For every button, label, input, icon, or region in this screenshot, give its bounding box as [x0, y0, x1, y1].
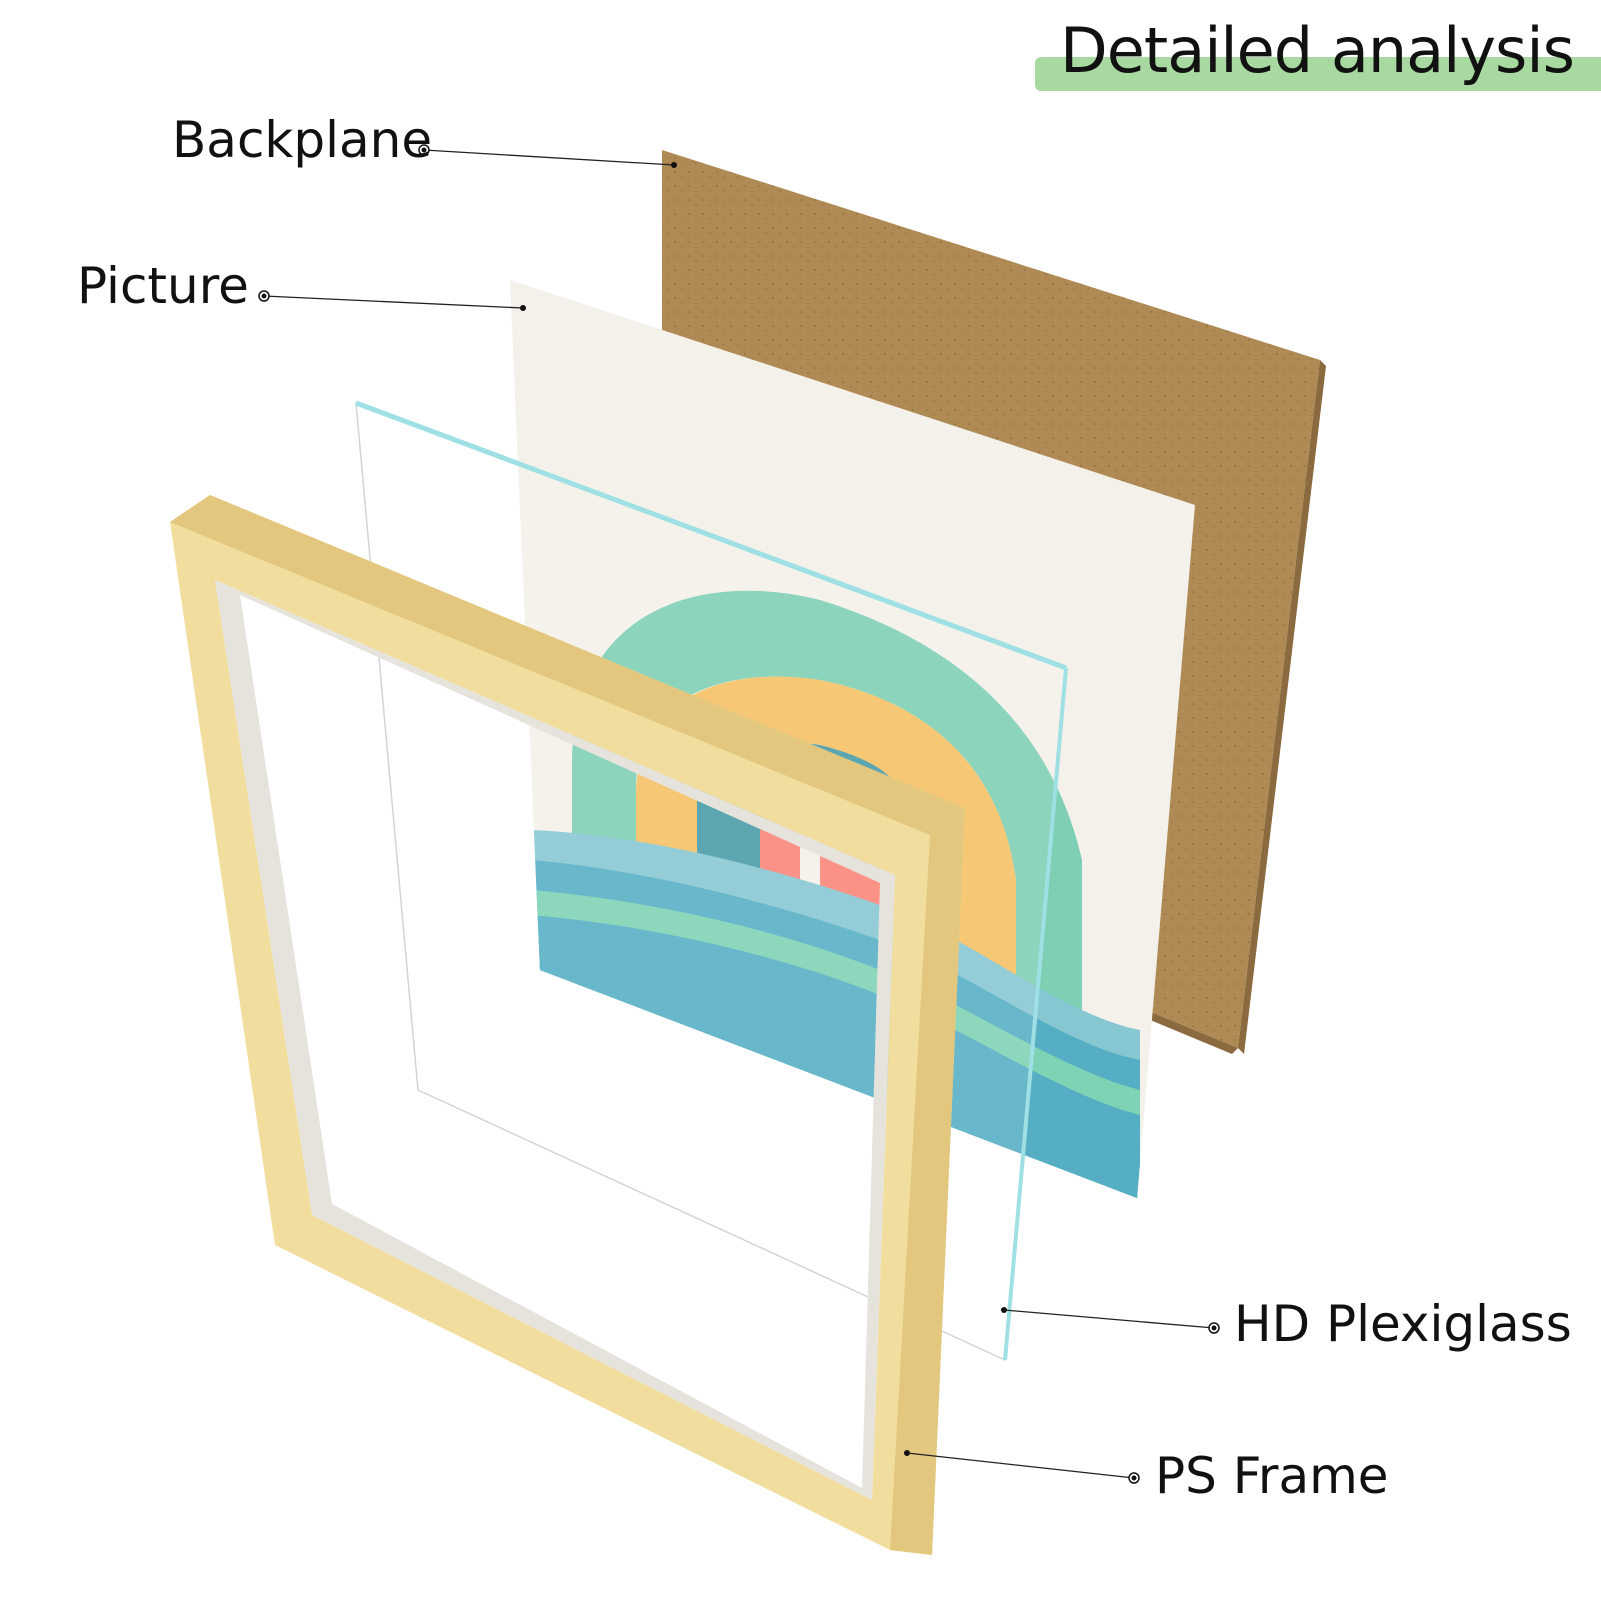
dot-plexiglass-target — [1001, 1307, 1007, 1313]
leader-plexiglass — [1003, 1309, 1215, 1329]
label-backplane: Backplane — [172, 111, 433, 169]
dot-frame-target — [904, 1450, 910, 1456]
title-highlight-band — [1035, 57, 1601, 91]
leader-picture — [263, 295, 524, 309]
diagram-title: Detailed analysis — [1060, 14, 1575, 87]
label-ps-frame: PS Frame — [1155, 1447, 1389, 1505]
picture-print — [510, 280, 1195, 1198]
leader-backplane — [423, 149, 675, 166]
label-picture: Picture — [77, 257, 249, 315]
dot-picture-target — [520, 305, 526, 311]
leader-frame — [906, 1452, 1135, 1479]
leader-dots — [258, 144, 1220, 1484]
leader-lines — [263, 149, 1215, 1479]
ps-frame — [170, 495, 965, 1555]
label-plexiglass: HD Plexiglass — [1234, 1295, 1572, 1353]
dot-backplane-target — [671, 162, 677, 168]
